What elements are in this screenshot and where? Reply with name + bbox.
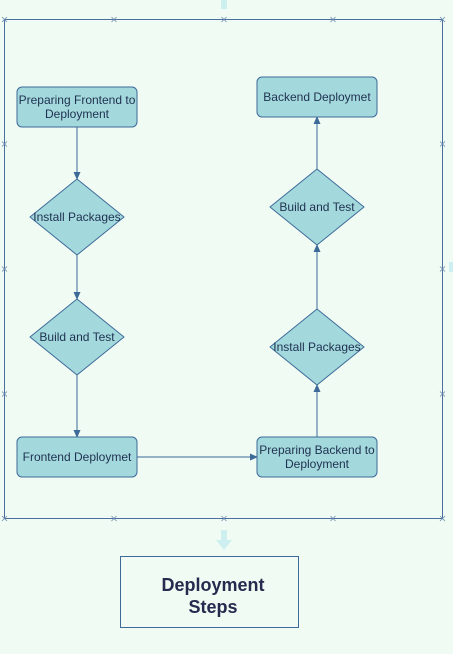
connector-arrow-to-title — [216, 530, 232, 550]
frame-handle-top-2[interactable] — [221, 16, 227, 23]
backend-deploy-label-line-1: Backend Deploymet — [263, 90, 371, 104]
prep-frontend-shape — [16, 86, 138, 128]
node-install-backend[interactable]: Install Packages — [269, 308, 365, 386]
build-backend-shape — [269, 168, 365, 246]
frame-handle-bottom-2[interactable] — [221, 515, 227, 522]
frame-handle-bottom-3[interactable] — [330, 515, 336, 522]
diagram-title-line-2: Steps — [188, 597, 237, 617]
node-build-frontend[interactable]: Build and Test — [29, 298, 125, 376]
build-frontend-shape — [29, 298, 125, 376]
frame-handle-left-2[interactable] — [1, 391, 8, 397]
frame-handle-right-0[interactable] — [439, 141, 446, 147]
frame-handle-left-1[interactable] — [1, 266, 8, 272]
node-frontend-deploy[interactable]: Frontend Deploymet — [16, 436, 138, 478]
install-backend-shape — [269, 308, 365, 386]
prep-backend-shape — [256, 436, 378, 478]
frame-handle-bottom-4[interactable] — [439, 515, 446, 522]
frame-handle-top-0[interactable] — [1, 16, 8, 23]
backend-deploy-shape — [256, 76, 378, 118]
node-backend-deploy[interactable]: Backend Deploymet — [256, 76, 378, 118]
title-box[interactable] — [120, 556, 299, 628]
frame-handle-top-1[interactable] — [111, 16, 117, 23]
frame-handle-left-0[interactable] — [1, 141, 8, 147]
prep-frontend-label-line-2: Deployment — [45, 107, 110, 121]
frame-handle-top-3[interactable] — [330, 16, 336, 23]
side-connector-stub — [449, 262, 453, 272]
diagram-title-line-1: Deployment — [161, 575, 264, 595]
build-frontend-label-line-1: Build and Test — [39, 330, 115, 344]
edges-layer — [73, 116, 321, 461]
node-install-frontend[interactable]: Install Packages — [29, 178, 125, 256]
top-connector-stub — [221, 0, 227, 9]
frontend-deploy-label-line-1: Frontend Deploymet — [23, 450, 132, 464]
frontend-deploy-shape — [16, 436, 138, 478]
frame-handle-bottom-0[interactable] — [1, 515, 8, 522]
frame-handle-right-2[interactable] — [439, 391, 446, 397]
frame-resize-handles[interactable] — [1, 16, 446, 522]
prep-frontend-label-line-1: Preparing Frontend to — [19, 93, 136, 107]
install-frontend-label-line-1: Install Packages — [33, 210, 120, 224]
install-frontend-shape — [29, 178, 125, 256]
frame-handle-right-1[interactable] — [439, 266, 446, 272]
node-build-backend[interactable]: Build and Test — [269, 168, 365, 246]
prep-backend-label-line-1: Preparing Backend to — [259, 443, 375, 457]
install-backend-label-line-1: Install Packages — [273, 340, 360, 354]
prep-backend-label-line-2: Deployment — [285, 457, 350, 471]
frame-handle-top-4[interactable] — [439, 16, 446, 23]
build-backend-label-line-1: Build and Test — [279, 200, 355, 214]
frame-handle-bottom-1[interactable] — [111, 515, 117, 522]
